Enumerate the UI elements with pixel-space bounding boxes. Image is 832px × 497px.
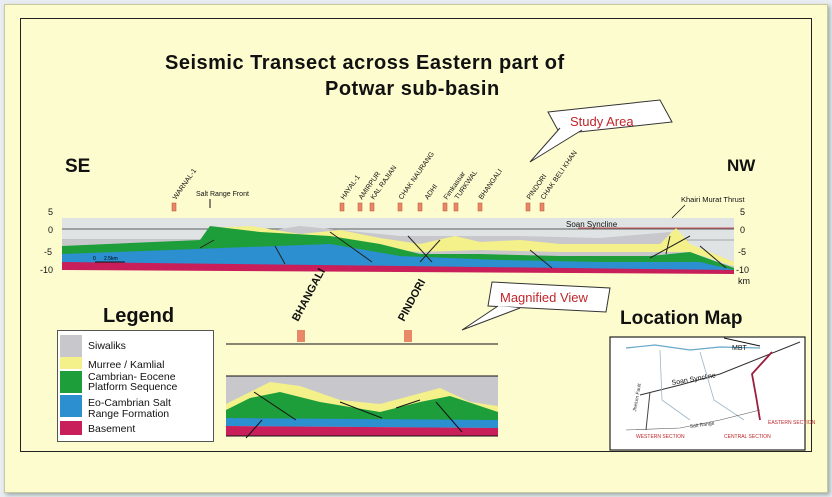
basement-layer — [62, 262, 734, 274]
depth-tick-0-right: 0 — [740, 225, 745, 235]
map-label-jhelum-fault: Jhelum Fault — [632, 383, 643, 413]
legend-box: Siwaliks Murree / Kamlial Cambrian- Eoce… — [57, 330, 214, 442]
location-map: MBT Soan Syncline Jhelum Fault Salt Rang… — [609, 336, 816, 451]
soan-syncline-section-label: Soan Syncline — [566, 220, 618, 229]
map-label-eastern-section: EASTERN SECTION — [768, 420, 816, 426]
depth-unit-label: km — [738, 276, 750, 286]
legend-swatch-salt-range — [60, 395, 82, 417]
depth-tick-m10-right: -10 — [736, 265, 749, 275]
scale-bar-zero: 0 — [93, 256, 96, 262]
magnified-section: BHANGALI PINDORI — [226, 267, 498, 439]
depth-tick-m10-left: -10 — [40, 265, 53, 275]
scale-bar: 0 2.5km — [93, 256, 125, 263]
well-label-warnal: WARNAL-1 — [172, 168, 198, 202]
depth-tick-5-right: 5 — [740, 207, 745, 217]
legend-label-murree: Murree / Kamlial — [88, 359, 165, 371]
map-label-salt-range: Salt Range — [689, 421, 715, 430]
map-label-central-section: CENTRAL SECTION — [724, 434, 771, 440]
salt-range-front-label: Salt Range Front — [196, 191, 249, 198]
depth-tick-m5-right: -5 — [738, 247, 746, 257]
legend-swatch-platform — [60, 371, 82, 393]
figure-title-line1: Seismic Transect across Eastern part of — [165, 52, 565, 74]
legend-swatch-siwaliks — [60, 335, 82, 357]
well-label-chak-beli-khan: CHAK BELI KHAN — [540, 150, 579, 202]
depth-tick-5-left: 5 — [48, 207, 53, 217]
khairi-murat-thrust-label: Khairi Murat Thrust — [681, 195, 746, 204]
se-label: SE — [65, 156, 91, 177]
magnified-well-bhangali — [297, 330, 305, 342]
legend-label-salt-range-line2: Range Formation — [88, 408, 170, 420]
figure-title-line2: Potwar sub-basin — [325, 78, 500, 100]
map-label-western-section: WESTERN SECTION — [636, 434, 685, 440]
legend-title: Legend — [103, 305, 175, 327]
legend-label-platform-line2: Platform Sequence — [88, 381, 178, 393]
magnified-well-label-pindori: PINDORI — [396, 277, 428, 323]
study-area-callout: Study Area — [529, 99, 673, 163]
well-symbols — [171, 202, 545, 212]
legend-label-salt-range-line1: Eo-Cambrian Salt — [88, 397, 171, 409]
figure-border — [20, 18, 812, 452]
nw-label: NW — [727, 156, 756, 175]
legend-label-siwaliks: Siwaliks — [88, 340, 126, 352]
legend-label-platform-line1: Cambrian- Eocene — [88, 371, 176, 383]
magnified-well-pindori — [404, 330, 412, 342]
fault-lines — [199, 227, 734, 269]
magnified-well-label-bhangali: BHANGALI — [290, 267, 328, 324]
legend-label-basement: Basement — [88, 423, 136, 435]
magnified-view-label: Magnified View — [500, 290, 589, 305]
map-label-mbt: MBT — [732, 345, 748, 352]
well-label-bhangali: BHANGALI — [478, 168, 504, 201]
location-map-title: Location Map — [620, 308, 743, 329]
study-area-label: Study Area — [570, 114, 634, 129]
legend-swatch-basement — [60, 421, 82, 435]
legend-swatch-murree — [60, 357, 82, 369]
depth-tick-m5-left: -5 — [44, 247, 52, 257]
depth-tick-0-left: 0 — [48, 225, 53, 235]
scale-bar-distance: 2.5km — [104, 256, 118, 262]
magnified-view-callout: Magnified View — [461, 281, 611, 331]
murree-layer — [210, 226, 734, 266]
well-label-adhi: ADHI — [424, 183, 439, 201]
